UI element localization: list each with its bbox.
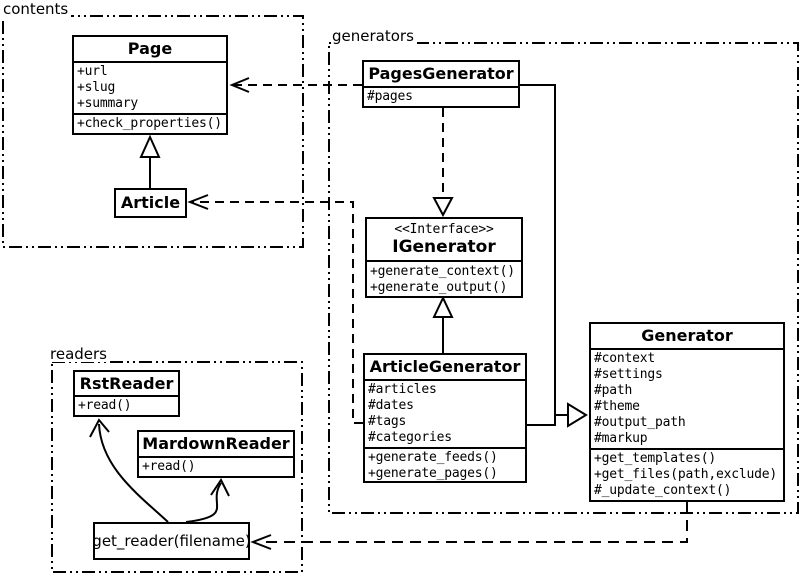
open-arrowhead-icon — [229, 77, 250, 93]
class-article-title: Article — [120, 193, 181, 212]
class-generator: Generator #context #settings #path #them… — [589, 322, 785, 502]
method-row: +read() — [78, 398, 132, 413]
class-page-attributes: +url +slug +summary — [74, 63, 226, 113]
articlegenerator-to-article-dashed-line — [192, 201, 363, 424]
class-articlegenerator-title: ArticleGenerator — [365, 355, 525, 381]
class-igenerator: <<Interface>> IGenerator +generate_conte… — [365, 217, 523, 298]
readers-package-border — [51, 361, 303, 573]
pagesgenerator-to-generator-line — [520, 84, 568, 416]
method-row: +get_templates() — [594, 451, 717, 466]
attribute-row: +summary — [77, 96, 139, 111]
class-articlegenerator-methods: +generate_feeds() +generate_pages() — [365, 447, 525, 483]
open-arrowhead-icon — [250, 534, 272, 550]
class-rstreader-title: RstReader — [75, 372, 178, 397]
class-pagesgenerator: PagesGenerator #pages — [362, 60, 520, 108]
attribute-row: #pages — [367, 89, 413, 104]
attribute-row: #theme — [594, 399, 640, 414]
open-arrowhead-icon — [210, 478, 230, 497]
generator-to-getreader-dashed-line — [264, 502, 688, 543]
get-reader-label: get_reader(filename) — [92, 532, 251, 550]
articlegenerator-to-generator-line — [527, 415, 556, 426]
method-row: +read() — [142, 459, 196, 474]
class-page-methods: +check_properties() — [74, 113, 226, 133]
inheritance-triangle-icon — [139, 134, 161, 158]
method-row: #_update_context() — [594, 483, 732, 498]
method-row: +generate_context() — [370, 264, 515, 279]
generators-package-border — [328, 42, 799, 514]
attribute-row: #output_path — [594, 415, 686, 430]
attribute-row: #tags — [368, 414, 407, 429]
class-mardownreader: MardownReader +read() — [137, 430, 295, 478]
method-row: +generate_feeds() — [368, 450, 498, 465]
inheritance-triangle-icon — [567, 402, 588, 428]
inheritance-triangle-icon — [432, 295, 454, 318]
open-arrowhead-icon — [187, 194, 209, 210]
contents-package-border — [2, 15, 304, 248]
class-mardownreader-methods: +read() — [139, 458, 293, 476]
class-generator-attributes: #context #settings #path #theme #output_… — [591, 350, 783, 448]
method-row: +generate_output() — [370, 280, 508, 295]
method-row: +get_files(path,exclude) — [594, 467, 778, 482]
generators-package-label: generators — [331, 28, 417, 44]
getreader-to-mardownreader-curve — [185, 482, 222, 523]
class-rstreader-methods: +read() — [75, 397, 178, 415]
interface-stereotype: <<Interface>> — [394, 222, 494, 237]
class-page: Page +url +slug +summary +check_properti… — [72, 35, 228, 135]
class-igenerator-title: IGenerator — [392, 237, 496, 257]
class-pagesgenerator-title: PagesGenerator — [364, 62, 518, 88]
attribute-row: #path — [594, 383, 633, 398]
attribute-row: #markup — [594, 431, 648, 446]
class-articlegenerator-attributes: #articles #dates #tags #categories — [365, 381, 525, 447]
attribute-row: #categories — [368, 430, 452, 445]
attribute-row: #context — [594, 351, 656, 366]
realization-triangle-icon — [432, 197, 454, 218]
getreader-to-rstreader-curve — [98, 423, 169, 523]
class-article: Article — [114, 188, 187, 218]
class-rstreader: RstReader +read() — [73, 370, 180, 417]
class-generator-title: Generator — [591, 324, 783, 350]
class-articlegenerator: ArticleGenerator #articles #dates #tags … — [363, 353, 527, 483]
open-arrowhead-icon — [89, 418, 110, 438]
class-igenerator-methods: +generate_context() +generate_output() — [367, 262, 521, 297]
attribute-row: +url — [77, 64, 108, 79]
attribute-row: #settings — [594, 367, 663, 382]
get-reader-box: get_reader(filename) — [92, 522, 251, 560]
method-row: +check_properties() — [77, 116, 222, 131]
class-igenerator-header: <<Interface>> IGenerator — [367, 219, 521, 262]
class-generator-methods: +get_templates() +get_files(path,exclude… — [591, 448, 783, 500]
class-pagesgenerator-attributes: #pages — [364, 88, 518, 106]
attribute-row: #dates — [368, 398, 414, 413]
class-mardownreader-title: MardownReader — [139, 432, 293, 458]
attribute-row: +slug — [77, 80, 116, 95]
method-row: +generate_pages() — [368, 466, 498, 481]
contents-package-label: contents — [2, 1, 72, 17]
readers-package-label: readers — [49, 346, 110, 362]
attribute-row: #articles — [368, 382, 437, 397]
class-page-title: Page — [74, 37, 226, 63]
